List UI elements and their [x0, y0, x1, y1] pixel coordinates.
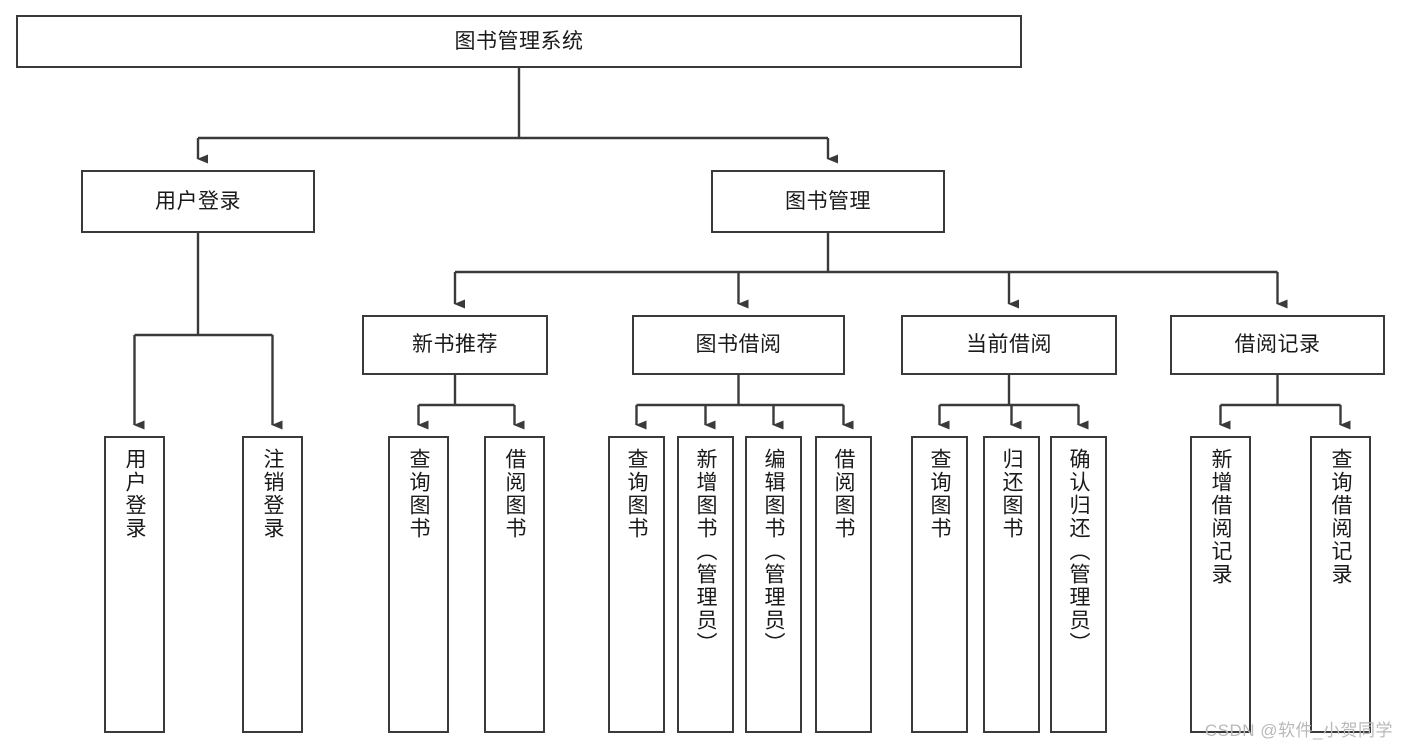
node-new-book-rec[interactable]: 新书推荐: [362, 315, 548, 375]
node-label: 借阅图书: [832, 448, 855, 540]
node-leaf-query-book-2[interactable]: 查询图书: [608, 436, 665, 733]
node-label: 当前借阅: [966, 333, 1052, 357]
node-label: 图书管理: [785, 189, 871, 213]
node-borrow-record[interactable]: 借阅记录: [1170, 315, 1385, 375]
node-leaf-query-record[interactable]: 查询借阅记录: [1310, 436, 1371, 733]
node-root[interactable]: 图书管理系统: [16, 15, 1022, 68]
node-label: 确认归还（管理员）: [1067, 448, 1090, 655]
node-label: 新增图书（管理员）: [694, 448, 717, 655]
node-leaf-add-book[interactable]: 新增图书（管理员）: [677, 436, 734, 733]
node-leaf-edit-book[interactable]: 编辑图书（管理员）: [745, 436, 802, 733]
node-label: 查询图书: [928, 448, 951, 540]
node-login[interactable]: 用户登录: [81, 170, 315, 233]
node-label: 新书推荐: [412, 333, 498, 357]
node-leaf-query-book-1[interactable]: 查询图书: [388, 436, 449, 733]
node-leaf-return-book[interactable]: 归还图书: [983, 436, 1040, 733]
node-label: 图书管理系统: [454, 29, 584, 53]
node-leaf-add-record[interactable]: 新增借阅记录: [1190, 436, 1251, 733]
node-leaf-borrow-book-1[interactable]: 借阅图书: [484, 436, 545, 733]
node-label: 查询借阅记录: [1329, 448, 1352, 586]
node-label: 用户登录: [155, 189, 241, 213]
node-book-borrow[interactable]: 图书借阅: [632, 315, 845, 375]
node-label: 归还图书: [1000, 448, 1023, 540]
node-label: 新增借阅记录: [1209, 448, 1232, 586]
node-label: 图书借阅: [695, 333, 782, 357]
node-label: 注销登录: [261, 448, 284, 540]
node-label: 查询图书: [407, 448, 430, 540]
node-book-mgmt[interactable]: 图书管理: [711, 170, 945, 233]
node-current-borrow[interactable]: 当前借阅: [901, 315, 1117, 375]
node-label: 查询图书: [625, 448, 648, 540]
node-label: 借阅图书: [503, 448, 526, 540]
node-label: 编辑图书（管理员）: [762, 448, 785, 655]
node-leaf-logout[interactable]: 注销登录: [242, 436, 303, 733]
node-leaf-confirm-return[interactable]: 确认归还（管理员）: [1050, 436, 1107, 733]
node-label: 用户登录: [123, 448, 146, 540]
node-label: 借阅记录: [1234, 333, 1321, 357]
node-leaf-user-login[interactable]: 用户登录: [104, 436, 165, 733]
node-leaf-borrow-book-2[interactable]: 借阅图书: [815, 436, 872, 733]
node-leaf-query-book-3[interactable]: 查询图书: [911, 436, 968, 733]
